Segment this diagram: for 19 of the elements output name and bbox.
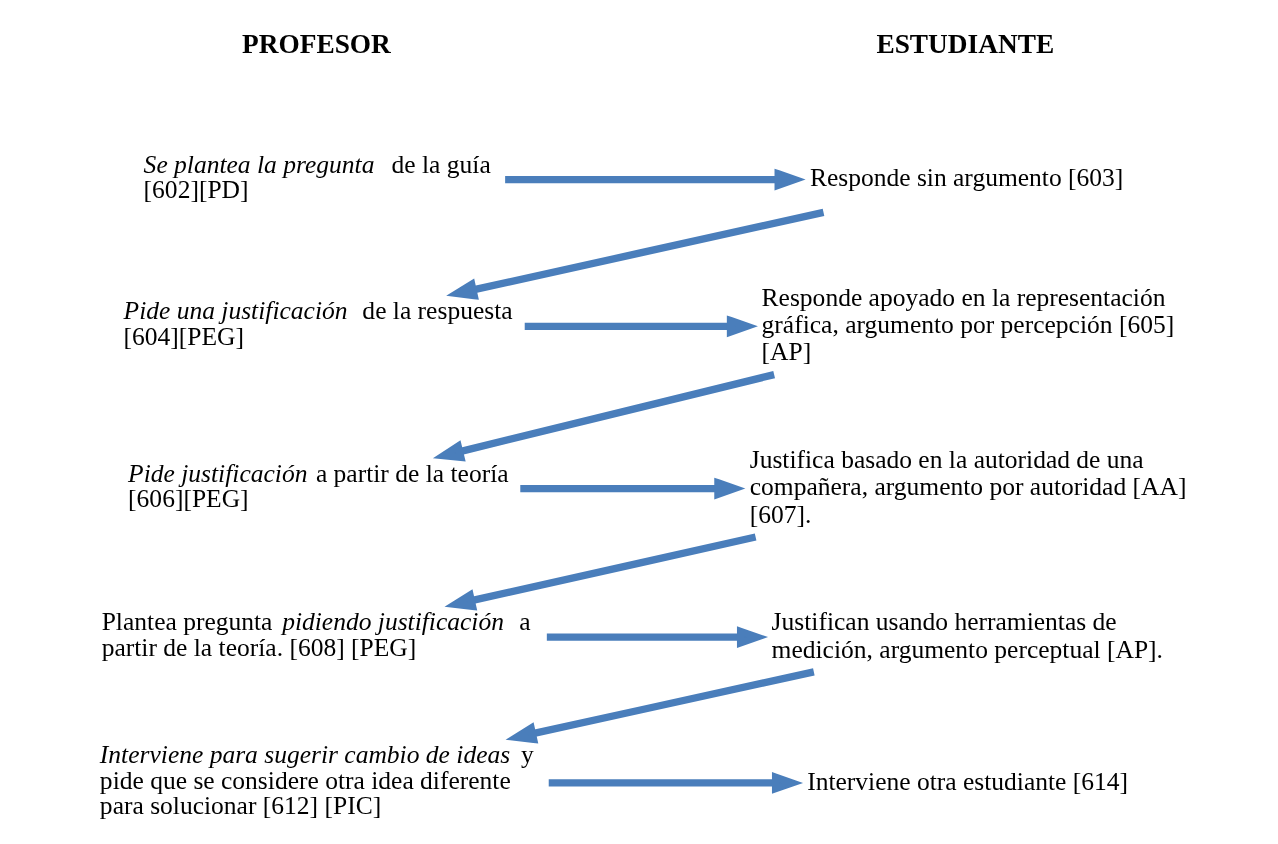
label: PROFESOR — [242, 28, 391, 59]
arrow — [548, 772, 804, 794]
node-text: Se plantea la pregunta de la guía [602][PD] — [143, 149, 491, 205]
arrow — [446, 208, 825, 300]
node-text: Plantea pregunta pidiendo justificación a partir de la teoría. [608] [PEG] — [101, 607, 531, 662]
node-text: Interviene otra estudiante [614] — [807, 766, 1129, 796]
arrow — [546, 626, 769, 648]
node-text: Pide una justificación de la respuesta [604][PEG] — [123, 296, 513, 351]
arrow — [432, 371, 775, 462]
node-text: Interviene para sugerir cambio de ideas y pide que se considere otra idea diferente para solucionar [612] [PIC] — [99, 740, 534, 821]
arrow — [524, 315, 758, 338]
node-text: Pide justificación a partir de la teoría [606][PEG] — [128, 458, 509, 514]
arrow — [444, 533, 757, 611]
arrow — [505, 668, 815, 744]
label: ESTUDIANTE — [876, 28, 1055, 59]
node-text: Responde apoyado en la representación gráfica, argumento por percepción [605] [AP] — [761, 282, 1175, 367]
node-text: Justifica basado en la autoridad de una compañera, argumento por autoridad [AA] [607]. — [749, 444, 1187, 529]
node-text: Responde sin argumento [603] — [809, 163, 1124, 193]
node-text: Justifican usando herramientas de medición, argumento perceptual [AP]. — [771, 607, 1163, 664]
